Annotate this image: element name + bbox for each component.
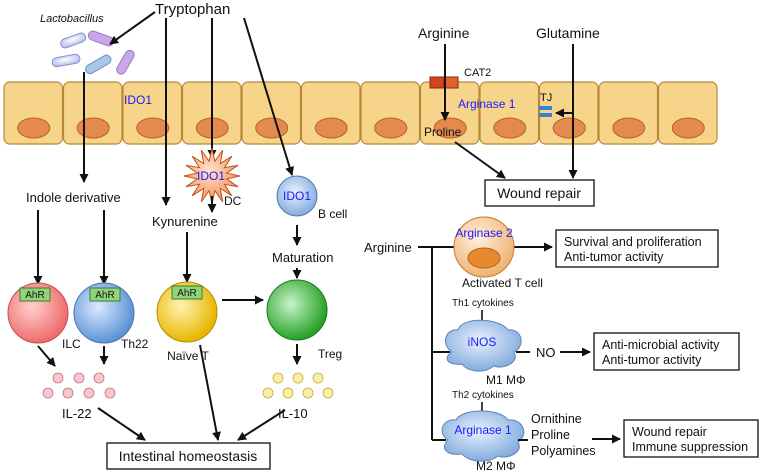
cat2-label: CAT2 bbox=[464, 67, 491, 79]
svg-text:AhR: AhR bbox=[25, 290, 44, 301]
epithelial-cell-layer bbox=[3, 81, 718, 145]
survival-box bbox=[555, 229, 719, 268]
ido1-epithelial-label: IDO1 bbox=[124, 93, 152, 107]
glutamine-label: Glutamine bbox=[536, 25, 600, 41]
cell-nucleus bbox=[136, 117, 170, 139]
cell-nucleus bbox=[671, 117, 705, 139]
intestinal-homeostasis-label: Intestinal homeostasis bbox=[119, 448, 258, 464]
ahr-th22-box bbox=[89, 287, 121, 302]
indole-derivative-label: Indole derivative bbox=[26, 190, 121, 205]
naive-t-label: Naïve T bbox=[167, 349, 209, 363]
il10-label: IL-10 bbox=[278, 406, 308, 421]
treg-label: Treg bbox=[318, 347, 342, 361]
th1-label: Th1 cytokines bbox=[452, 298, 514, 309]
intestinal-homeostasis-box bbox=[106, 442, 271, 470]
th2-label: Th2 cytokines bbox=[452, 390, 514, 401]
wound-repair-bottom-label: Wound repair bbox=[632, 425, 707, 439]
svg-text:AhR: AhR bbox=[95, 290, 114, 301]
th22-label: Th22 bbox=[121, 337, 149, 351]
cat2-transporter bbox=[429, 76, 445, 89]
maturation-label: Maturation bbox=[272, 250, 333, 265]
ahr-naive-box bbox=[171, 285, 203, 300]
wound-repair-bottom-box bbox=[623, 419, 759, 458]
activated-t-label: Activated T cell bbox=[462, 276, 543, 290]
cell-nucleus bbox=[493, 117, 527, 139]
m1-macrophage bbox=[444, 319, 522, 372]
il10-dots bbox=[262, 372, 334, 399]
wound-repair-top-label: Wound repair bbox=[497, 185, 581, 201]
antimicrobial-label: Anti-microbial activity bbox=[602, 338, 720, 352]
antitumor1-label: Anti-tumor activity bbox=[564, 250, 664, 264]
antimicrobial-box bbox=[593, 332, 740, 371]
cell-nucleus bbox=[314, 117, 348, 139]
cell-nucleus bbox=[255, 117, 289, 139]
ahr-ilc-box bbox=[19, 287, 51, 302]
antitumor2-label: Anti-tumor activity bbox=[602, 353, 702, 367]
cell-nucleus bbox=[76, 117, 110, 139]
kynurenine-label: Kynurenine bbox=[152, 214, 218, 229]
cell-nucleus bbox=[17, 117, 51, 139]
tryptophan-label: Tryptophan bbox=[155, 1, 230, 18]
svg-text:AhR: AhR bbox=[177, 288, 196, 299]
tight-junction-marker bbox=[539, 106, 552, 110]
lactobacillus-bacteria bbox=[51, 30, 135, 75]
dendritic-cell bbox=[183, 147, 241, 205]
cell-nucleus bbox=[433, 117, 467, 139]
survival-label: Survival and proliferation bbox=[564, 235, 702, 249]
arginase2-label: Arginase 2 bbox=[455, 226, 513, 240]
tj-label: TJ bbox=[540, 92, 552, 104]
cell-nucleus bbox=[612, 117, 646, 139]
il22-dots bbox=[42, 372, 116, 399]
cell-nucleus bbox=[374, 117, 408, 139]
no-label: NO bbox=[536, 345, 556, 360]
arginase1-epithelial-label: Arginase 1 bbox=[458, 97, 516, 111]
cell-nucleus bbox=[552, 117, 586, 139]
dc-label: DC bbox=[224, 194, 242, 208]
arginine-mid-label: Arginine bbox=[364, 240, 412, 255]
m1-label: M1 MΦ bbox=[486, 373, 526, 387]
proline-epithelial-label: Proline bbox=[424, 125, 462, 139]
treg-cell bbox=[266, 279, 328, 341]
ido1-dc-label: IDO1 bbox=[197, 169, 225, 183]
immune-suppression-label: Immune suppression bbox=[632, 440, 748, 454]
ornithine-label: Ornithine bbox=[531, 412, 582, 426]
ilc-label: ILC bbox=[62, 337, 81, 351]
m2-label: M2 MΦ bbox=[476, 459, 516, 473]
b-cell bbox=[276, 175, 318, 217]
b-cell-label: B cell bbox=[318, 207, 347, 221]
proline-m2-label: Proline bbox=[531, 428, 570, 442]
inos-label: iNOS bbox=[468, 335, 497, 349]
m2-macrophage bbox=[441, 410, 525, 462]
il22-label: IL-22 bbox=[62, 406, 92, 421]
arginase1-m2-label: Arginase 1 bbox=[454, 423, 512, 437]
lactobacillus-label: Lactobacillus bbox=[40, 13, 104, 25]
ido1-bcell-label: IDO1 bbox=[283, 189, 311, 203]
arginine-top-label: Arginine bbox=[418, 25, 470, 41]
wound-repair-top-box bbox=[484, 179, 595, 207]
polyamines-label: Polyamines bbox=[531, 444, 596, 458]
